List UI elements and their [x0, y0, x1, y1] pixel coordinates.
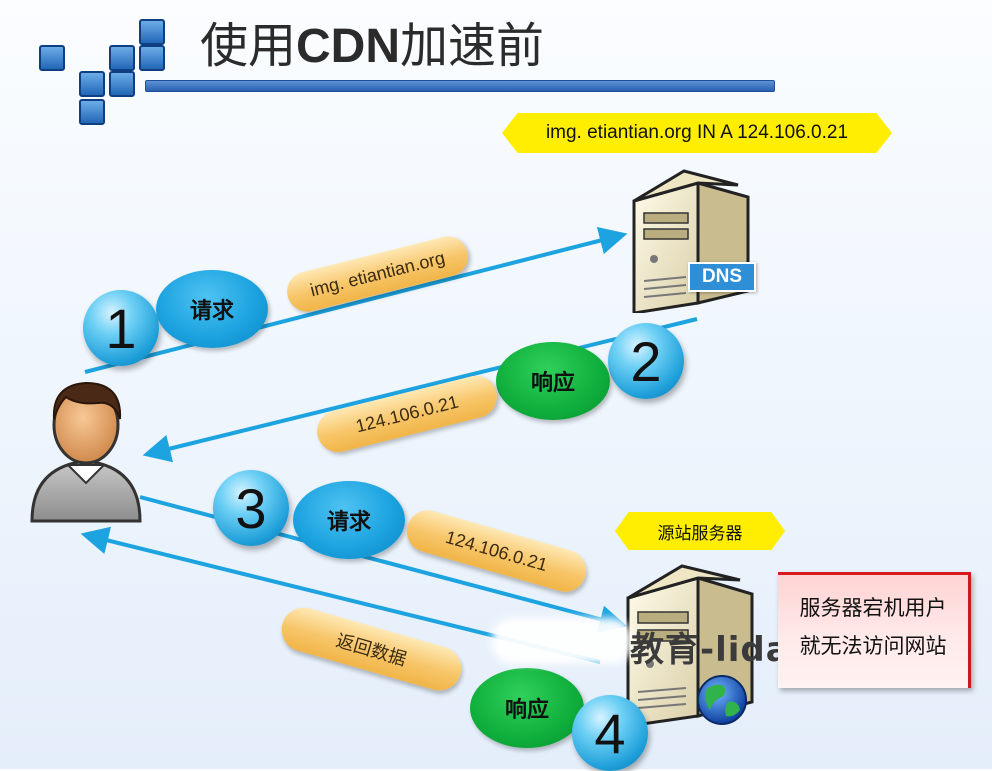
page-title: 使用CDN加速前: [200, 18, 545, 74]
step-number-4: 4: [572, 695, 648, 771]
step-number-1: 1: [83, 290, 159, 366]
user-icon: [30, 381, 142, 523]
outage-note-line1: 服务器宕机用户: [799, 596, 947, 620]
step-number-2: 2: [608, 323, 684, 399]
step2-response-ellipse: 响应: [496, 342, 610, 420]
step3-request-ellipse: 请求: [293, 481, 405, 559]
outage-note-line2: 就无法访问网站: [799, 634, 947, 658]
watermark-smudge: [492, 618, 632, 664]
globe-icon: [697, 675, 747, 725]
step4-response-ellipse: 响应: [470, 668, 584, 748]
arrow-step2: [142, 317, 698, 463]
origin-server-label: 源站服务器: [615, 512, 785, 550]
blue-squares-logo-icon: [39, 19, 165, 125]
dns-server-label: DNS: [688, 262, 756, 292]
arrow-step1: [84, 226, 628, 374]
step-number-3: 3: [213, 470, 289, 546]
step1-request-ellipse: 请求: [156, 270, 268, 348]
title-underline: [145, 80, 775, 92]
dns-record-banner: img. etiantian.org IN A 124.106.0.21: [502, 113, 892, 153]
outage-note: 服务器宕机用户 就无法访问网站: [778, 572, 971, 688]
